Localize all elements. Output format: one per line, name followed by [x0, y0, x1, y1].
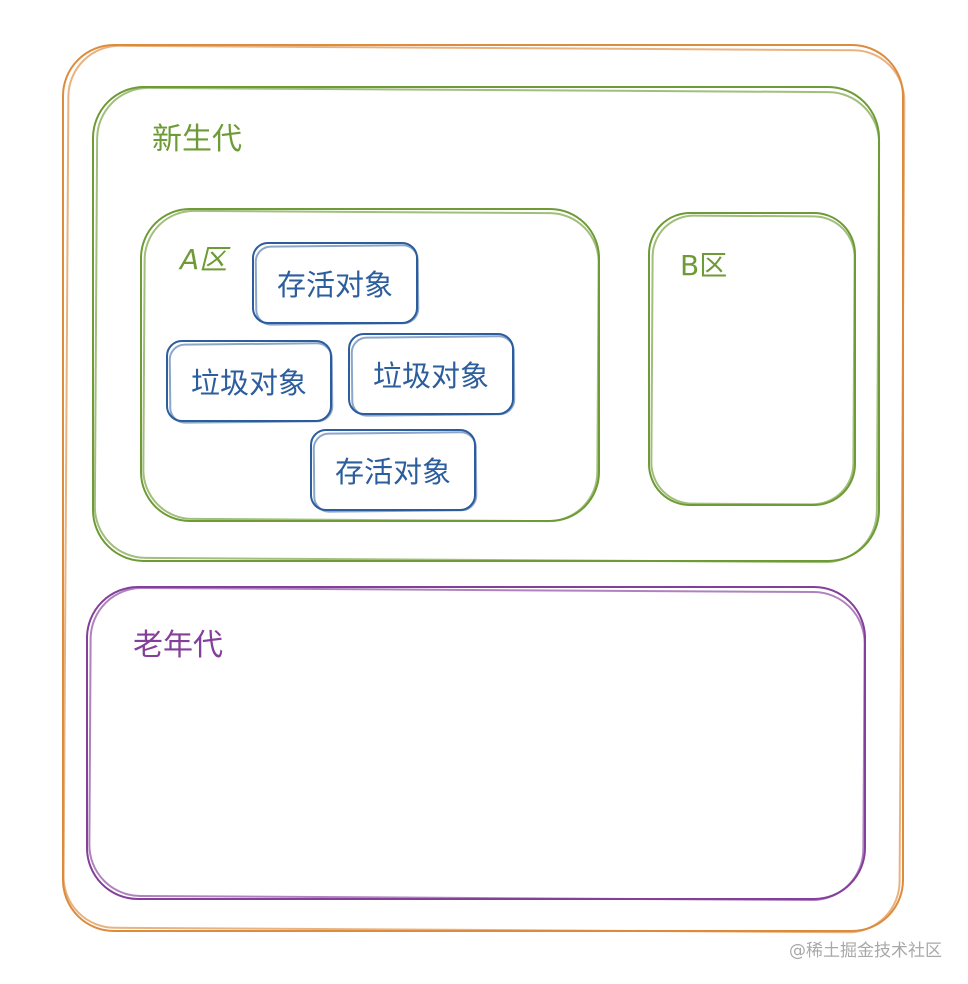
zone-b-label: B区	[680, 249, 728, 282]
old-generation-box	[86, 586, 866, 900]
zone-a-box	[140, 208, 600, 522]
old-generation-label: 老年代	[133, 628, 223, 663]
young-generation-label: 新生代	[152, 122, 242, 157]
live-object-1: 存活对象	[252, 242, 418, 324]
watermark: @稀土掘金技术社区	[789, 941, 942, 961]
live-object-2: 存活对象	[310, 429, 476, 511]
zone-b-box	[648, 212, 856, 506]
garbage-object-2: 垃圾对象	[348, 333, 514, 415]
zone-a-label: A区	[180, 243, 228, 276]
young-generation-box	[92, 86, 880, 562]
heap-container	[62, 44, 904, 932]
garbage-object-1: 垃圾对象	[166, 340, 332, 422]
